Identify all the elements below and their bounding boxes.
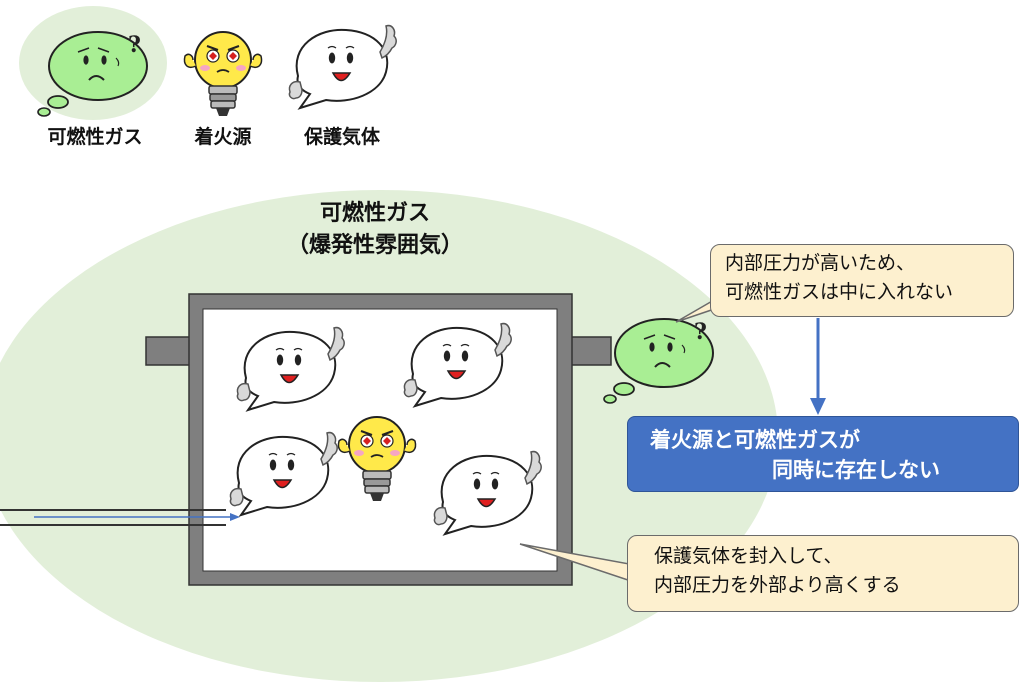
result-line1: 着火源と可燃性ガスが xyxy=(650,428,860,452)
result-box: 着火源と可燃性ガスが 同時に存在しない xyxy=(627,416,1019,492)
supply-flow-arrowhead xyxy=(230,513,240,521)
seal-callout-line2: 内部圧力を外部より高くする xyxy=(654,574,901,596)
atmosphere-title: 可燃性ガス xyxy=(319,201,430,226)
pressure-callout-line2: 可燃性ガスは中に入れない xyxy=(725,281,954,303)
atmosphere-subtitle: （爆発性雰囲気） xyxy=(286,233,463,258)
protective-gas-bubble-icon xyxy=(288,24,398,109)
result-arrow-head xyxy=(810,398,826,415)
ignition-bulb-icon xyxy=(183,31,263,117)
legend-protective-gas-label: 保護気体 xyxy=(303,126,380,148)
legend-ignition-source-label: 着火源 xyxy=(194,126,252,148)
result-line2: 同時に存在しない xyxy=(772,458,940,482)
seal-callout-line1: 保護気体を封入して、 xyxy=(654,545,843,567)
pressure-callout-line1: 内部圧力が高いため、 xyxy=(725,252,916,274)
enclosure-left-flange xyxy=(145,336,195,366)
pressure-callout: 内部圧力が高いため、 可燃性ガスは中に入れない xyxy=(710,244,1014,317)
enclosure-right-flange xyxy=(566,336,612,366)
seal-callout: 保護気体を封入して、 内部圧力を外部より高くする xyxy=(627,535,1019,612)
legend-flammable-gas-label: 可燃性ガス xyxy=(47,126,143,148)
